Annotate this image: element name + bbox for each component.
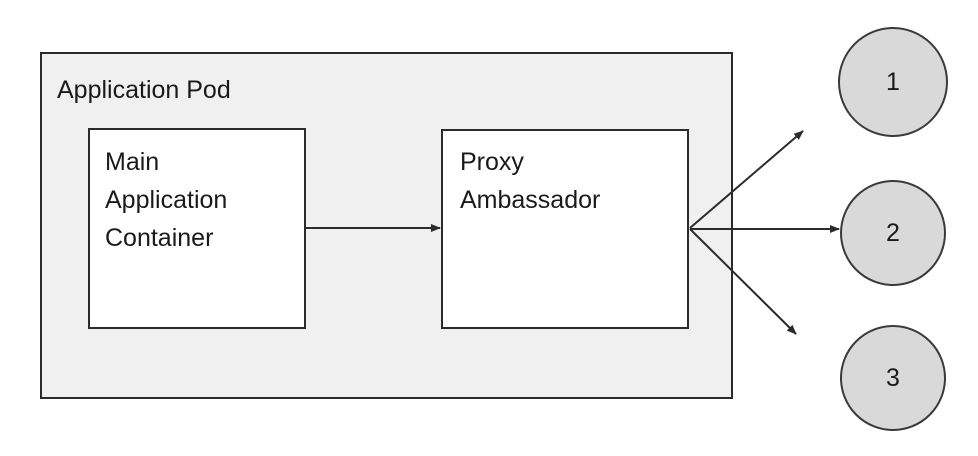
application-pod-label: Application Pod	[57, 76, 231, 104]
main-application-container-label: Main Application Container	[105, 148, 228, 252]
endpoint-circle-1: 1	[838, 27, 948, 137]
endpoint-circle-2-label: 2	[886, 218, 900, 247]
endpoint-circle-2: 2	[840, 180, 946, 286]
endpoint-circle-1-label: 1	[886, 67, 900, 96]
endpoint-circle-3: 3	[840, 325, 946, 431]
proxy-ambassador-label: Proxy Ambassador	[460, 148, 601, 214]
proxy-ambassador-box	[441, 129, 689, 329]
endpoint-circle-3-label: 3	[886, 363, 900, 392]
main-application-container-box	[88, 128, 306, 329]
